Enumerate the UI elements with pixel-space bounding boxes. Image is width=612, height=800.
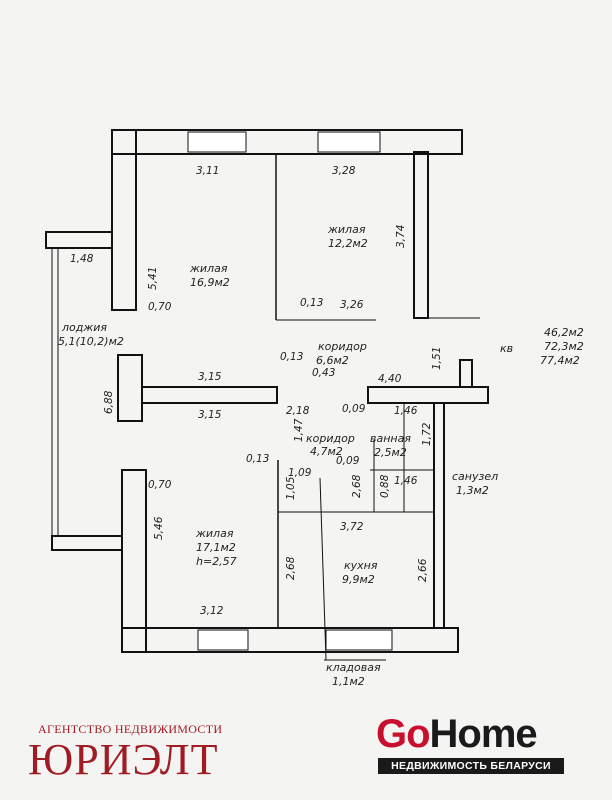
dim-label: 5,46: [153, 516, 165, 540]
dim-label: 2,66: [417, 558, 429, 582]
room-kitchen-area: 9,9м2: [342, 573, 375, 586]
dim-label: 0,09: [336, 455, 360, 467]
room-corridor2-name: коридор: [306, 432, 355, 445]
dim-label: 2,68: [285, 556, 297, 580]
dim-label: 1,48: [70, 253, 94, 265]
room-loggia-name: лоджия: [61, 321, 107, 334]
dim-label: 2,18: [286, 405, 310, 417]
dim-label: 4,40: [378, 373, 402, 385]
room-corridor2-area: 4,7м2: [310, 445, 343, 458]
dim-label: 3,11: [196, 165, 219, 177]
room-corridor1-name: коридор: [318, 340, 367, 353]
dim-label: 1,46: [394, 405, 418, 417]
room-corridor1-area: 6,6м2: [316, 354, 349, 367]
summary-area3: 77,4м2: [540, 354, 580, 367]
dim-label: 3,26: [340, 299, 364, 311]
dim-label: 3,72: [340, 521, 364, 533]
dim-label: 0,70: [148, 479, 172, 491]
summary-area1: 46,2м2: [544, 326, 584, 339]
summary-label: кв: [500, 342, 513, 355]
dim-label: 1,46: [394, 475, 418, 487]
agency-name: ЮРИЭЛТ: [28, 735, 219, 784]
room-labels: жилая 16,9м2 жилая 12,2м2 лоджия 5,1(10,…: [58, 223, 584, 688]
dim-label: 3,12: [200, 605, 224, 617]
gohome-go: Go: [376, 712, 431, 756]
dim-label: 0,43: [312, 367, 335, 379]
dim-label: 3,15: [198, 371, 222, 383]
dim-label: 1,47: [293, 418, 305, 442]
room-kitchen-name: кухня: [344, 559, 378, 572]
dim-label: 1,09: [288, 467, 312, 479]
room-storage-name: кладовая: [326, 661, 381, 674]
floor-plan: жилая 16,9м2 жилая 12,2м2 лоджия 5,1(10,…: [45, 129, 584, 688]
dim-label: 3,28: [332, 165, 356, 177]
dim-label: 0,13: [246, 453, 269, 465]
room-living3-height: h=2,57: [196, 555, 237, 568]
room-bathroom-name: ванная: [370, 432, 411, 445]
gohome-tagline: НЕДВИЖИМОСТЬ БЕЛАРУСИ: [378, 758, 564, 774]
gohome-brand: GoHome: [376, 712, 538, 757]
room-living2-name: жилая: [327, 223, 366, 236]
dim-label: 0,13: [280, 351, 303, 363]
dim-label: 0,13: [300, 297, 323, 309]
room-storage-area: 1,1м2: [332, 675, 365, 688]
dim-label: 0,09: [342, 403, 366, 415]
dim-label: 1,72: [421, 422, 433, 446]
dim-label: 2,68: [351, 474, 363, 498]
dim-label: 1,05: [285, 476, 297, 500]
dim-label: 3,74: [395, 225, 407, 248]
room-wc-name: санузел: [452, 470, 498, 483]
dim-label: 5,41: [147, 267, 159, 290]
room-living3-name: жилая: [195, 527, 234, 540]
room-bathroom-area: 2,5м2: [374, 446, 407, 459]
dim-label: 6,88: [103, 390, 115, 414]
room-living2-area: 12,2м2: [328, 237, 368, 250]
dim-label: 0,70: [148, 301, 172, 313]
room-living1-area: 16,9м2: [190, 276, 230, 289]
room-loggia-area: 5,1(10,2)м2: [58, 335, 124, 348]
room-living1-name: жилая: [189, 262, 228, 275]
dim-label: 3,15: [198, 409, 222, 421]
room-wc-area: 1,3м2: [456, 484, 489, 497]
walls: [45, 129, 489, 653]
agency-subtitle: АГЕНТСТВО НЕДВИЖИМОСТИ: [38, 722, 223, 736]
dim-label: 0,88: [379, 474, 391, 498]
gohome-home: Home: [429, 712, 538, 756]
summary-area2: 72,3м2: [544, 340, 584, 353]
dimension-labels: 3,11 3,28 3,74 1,48 5,41 0,70 0,13 3,26 …: [70, 165, 443, 617]
room-living3-area: 17,1м2: [196, 541, 236, 554]
dim-label: 1,51: [431, 347, 443, 370]
